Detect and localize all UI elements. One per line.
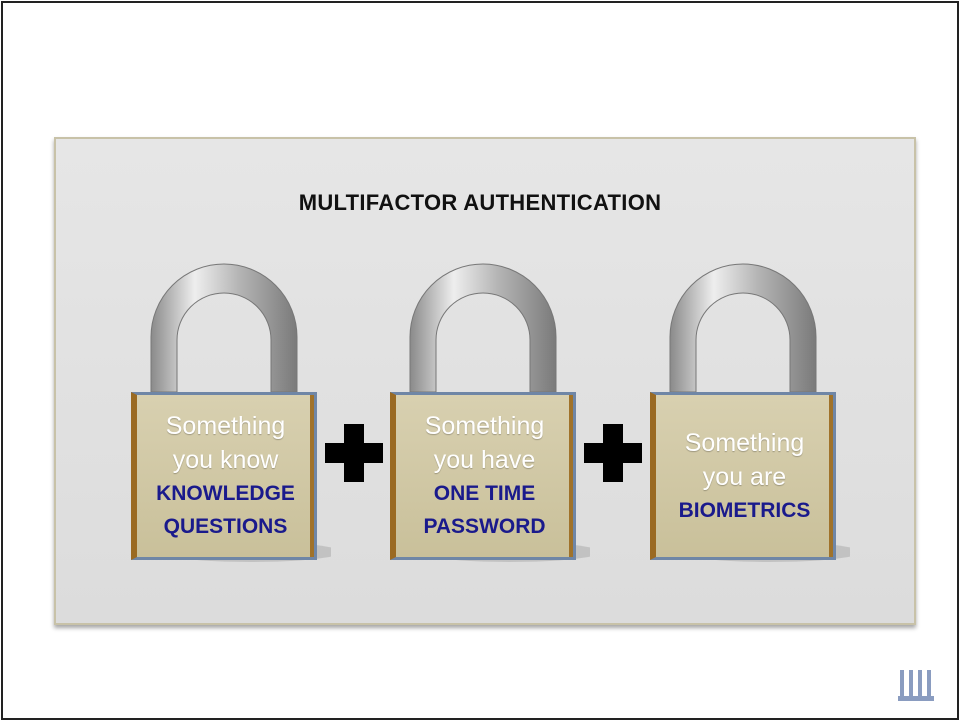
lock-body: Something you know KNOWLEDGE QUESTIONS bbox=[131, 392, 317, 560]
diagram-title: MULTIFACTOR AUTHENTICATION bbox=[298, 190, 662, 215]
factor-category2: QUESTIONS bbox=[163, 515, 288, 538]
lock-body: Something you have ONE TIME PASSWORD bbox=[390, 392, 576, 560]
factor-line2: you are bbox=[702, 462, 787, 491]
factor-category1: KNOWLEDGE bbox=[156, 482, 295, 505]
factor-category2: PASSWORD bbox=[423, 515, 546, 538]
padlock-inherence: Something you are BIOMETRICS bbox=[650, 252, 850, 572]
factor-line1: Something bbox=[424, 412, 545, 440]
factor-line1: Something bbox=[165, 412, 286, 440]
factor-category1: BIOMETRICS bbox=[678, 498, 811, 522]
logo-icon bbox=[898, 670, 934, 701]
factor-category1: ONE TIME bbox=[433, 482, 536, 505]
factor-line2: you know bbox=[172, 446, 279, 474]
factor-line1: Something bbox=[684, 428, 805, 457]
lock-body: Something you are BIOMETRICS bbox=[650, 392, 836, 560]
plus-icon bbox=[584, 424, 642, 482]
padlock-possession: Something you have ONE TIME PASSWORD bbox=[390, 252, 590, 572]
plus-icon bbox=[325, 424, 383, 482]
factor-line2: you have bbox=[433, 446, 536, 474]
padlock-knowledge: Something you know KNOWLEDGE QUESTIONS bbox=[131, 252, 331, 572]
